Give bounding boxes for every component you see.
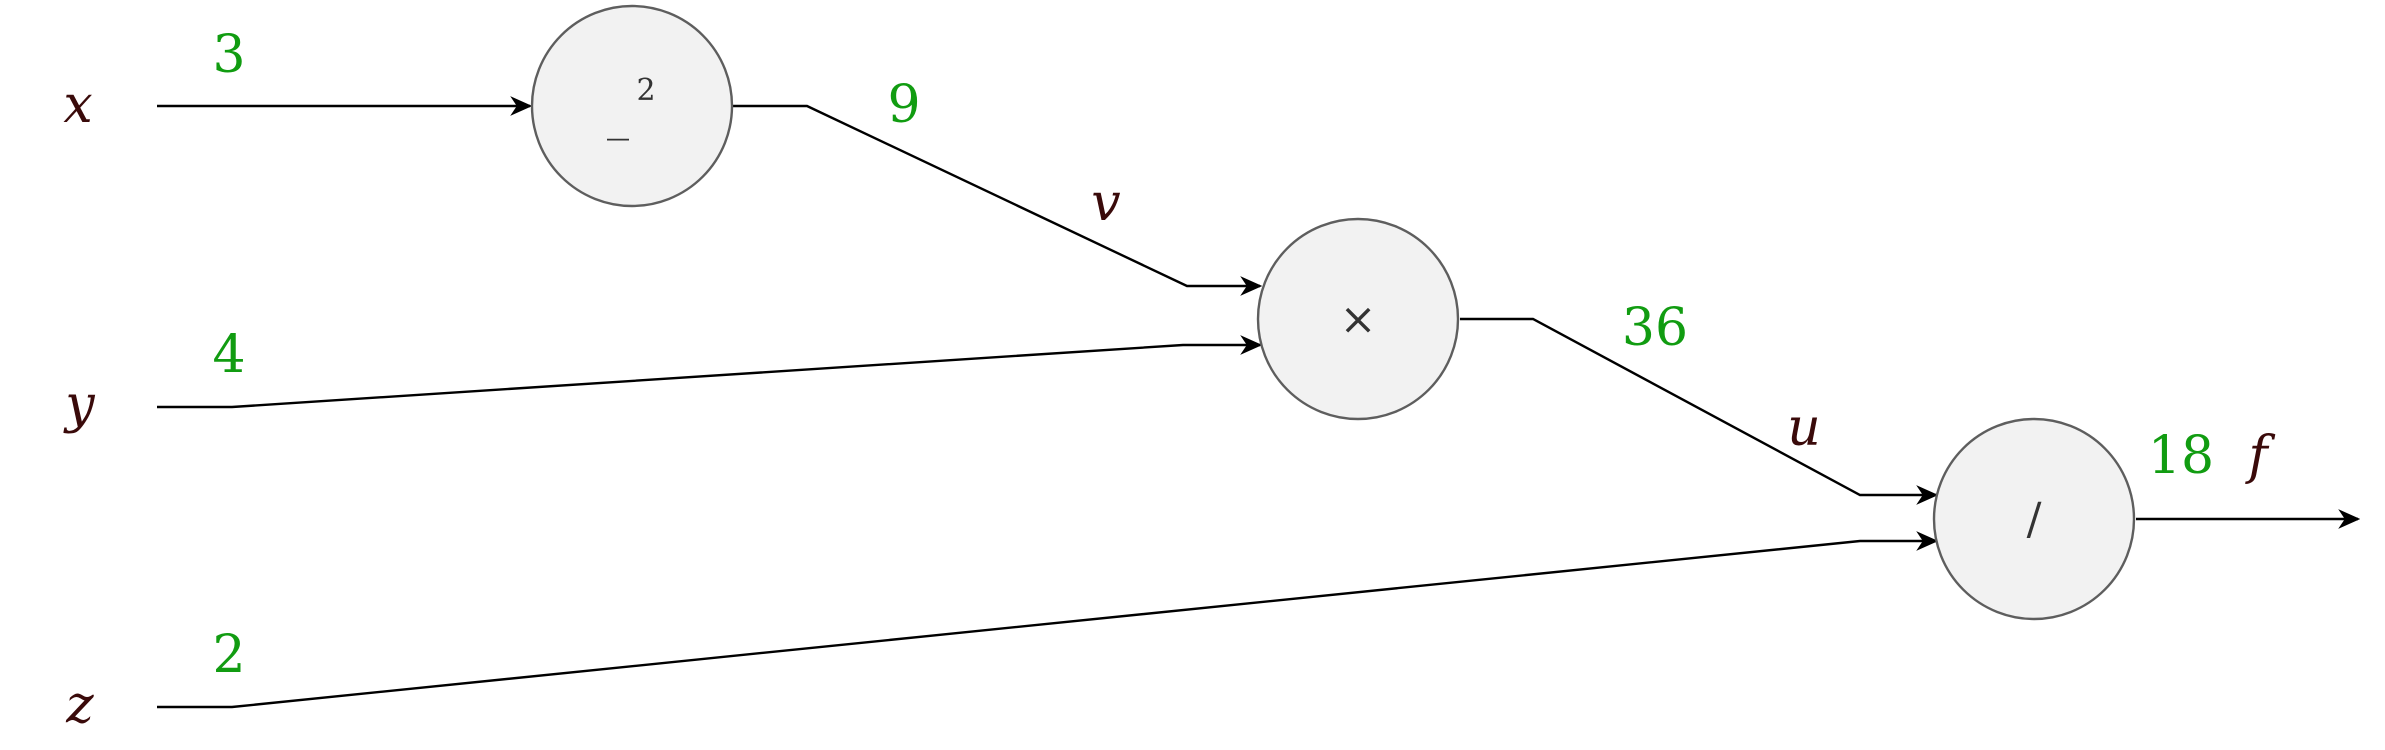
divide-node-symbol: / — [2027, 494, 2042, 545]
input-z-label: z — [65, 675, 94, 735]
square-node — [530, 4, 734, 208]
square-node-exponent: 2 — [636, 73, 655, 108]
input-x-label: x — [63, 75, 92, 135]
edge-y-to-multiply — [157, 335, 1263, 409]
intermediate-u-value: 36 — [1622, 298, 1688, 358]
edge-square-to-multiply — [733, 104, 1263, 296]
divide-node — [1932, 417, 2136, 621]
input-y-value: 4 — [212, 325, 245, 385]
square-node-base: _ — [607, 90, 629, 141]
edge-z-to-divide — [157, 531, 1939, 709]
intermediate-v-value: 9 — [887, 75, 920, 135]
output-value: 18 — [2148, 426, 2214, 486]
input-y-label: y — [63, 375, 95, 435]
input-z-value: 2 — [212, 625, 245, 685]
multiply-node-symbol: × — [1340, 294, 1377, 345]
input-x-value: 3 — [212, 25, 245, 85]
multiply-node — [1256, 217, 1460, 421]
edge-multiply-to-divide — [1460, 317, 1939, 505]
intermediate-u-label: u — [1787, 398, 1821, 458]
intermediate-v-label: v — [1091, 173, 1120, 233]
output-label: f — [2244, 426, 2275, 486]
